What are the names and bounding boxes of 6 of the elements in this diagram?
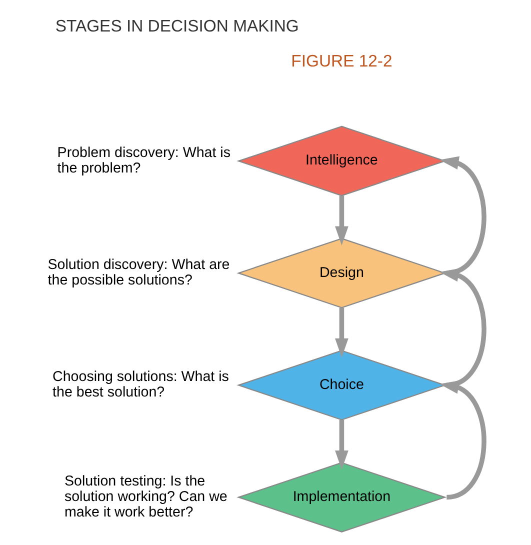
label: FIGURE 12-2 <box>290 51 392 70</box>
node-label: Choosing solutions: What is the best solution? <box>52 369 228 401</box>
diagram-title: STAGES IN DECISION MAKING <box>54 16 298 36</box>
node-label: Problem discovery: What is the problem? <box>56 144 230 176</box>
node-label: Solution testing: Is the solution working? Can we make it work better? <box>64 473 227 520</box>
node-label: Solution discovery: What are the possible solutions? <box>47 257 230 289</box>
